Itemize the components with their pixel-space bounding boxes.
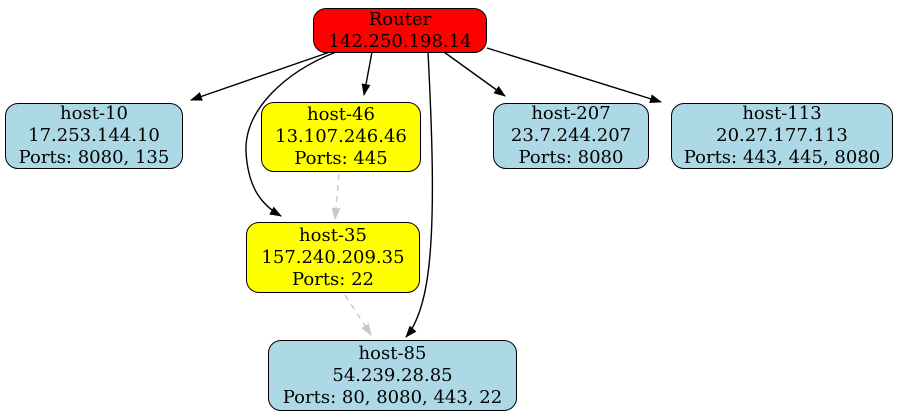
node-host-10-ip: 17.253.144.10	[28, 125, 160, 146]
node-host-10-label: host-10	[60, 103, 128, 124]
node-router: Router 142.250.198.14	[313, 8, 487, 53]
edge-router-to-host-35	[245, 51, 337, 217]
node-host-35: host-35 157.240.209.35 Ports: 22	[246, 222, 420, 293]
node-host-207: host-207 23.7.244.207 Ports: 8080	[493, 103, 649, 169]
node-router-ip: 142.250.198.14	[328, 30, 472, 52]
node-router-label: Router	[368, 8, 432, 30]
edge-router-to-host-207	[443, 51, 506, 97]
edge-router-to-host-85	[405, 51, 434, 338]
node-host-46-ports: Ports: 445	[294, 148, 388, 169]
node-host-85-label: host-85	[358, 342, 427, 364]
node-host-46: host-46 13.107.246.46 Ports: 445	[261, 102, 421, 172]
node-host-35-label: host-35	[299, 224, 367, 246]
node-host-10: host-10 17.253.144.10 Ports: 8080, 135	[5, 103, 183, 169]
node-host-113-ports: Ports: 443, 445, 8080	[683, 147, 881, 168]
node-host-10-ports: Ports: 8080, 135	[18, 147, 170, 168]
node-host-207-ports: Ports: 8080	[518, 147, 624, 168]
edge-host-46-to-host-35	[331, 173, 341, 220]
edge-router-to-host-113	[486, 47, 662, 104]
node-host-85-ports: Ports: 80, 8080, 443, 22	[282, 386, 503, 408]
node-host-207-ip: 23.7.244.207	[510, 125, 632, 146]
node-host-46-ip: 13.107.246.46	[275, 126, 407, 147]
node-host-85-ip: 54.239.28.85	[332, 364, 453, 386]
node-host-46-label: host-46	[307, 104, 375, 125]
node-host-35-ip: 157.240.209.35	[261, 246, 405, 268]
node-host-113-label: host-113	[742, 103, 822, 124]
node-host-35-ports: Ports: 22	[292, 268, 374, 290]
node-host-113-ip: 20.27.177.113	[716, 125, 848, 146]
node-host-85: host-85 54.239.28.85 Ports: 80, 8080, 44…	[268, 340, 517, 411]
edge-host-35-to-host-85	[344, 294, 372, 336]
node-host-207-label: host-207	[531, 103, 611, 124]
edge-router-to-host-10	[190, 51, 331, 101]
edge-router-to-host-46	[361, 51, 373, 96]
node-host-113: host-113 20.27.177.113 Ports: 443, 445, …	[671, 103, 893, 169]
